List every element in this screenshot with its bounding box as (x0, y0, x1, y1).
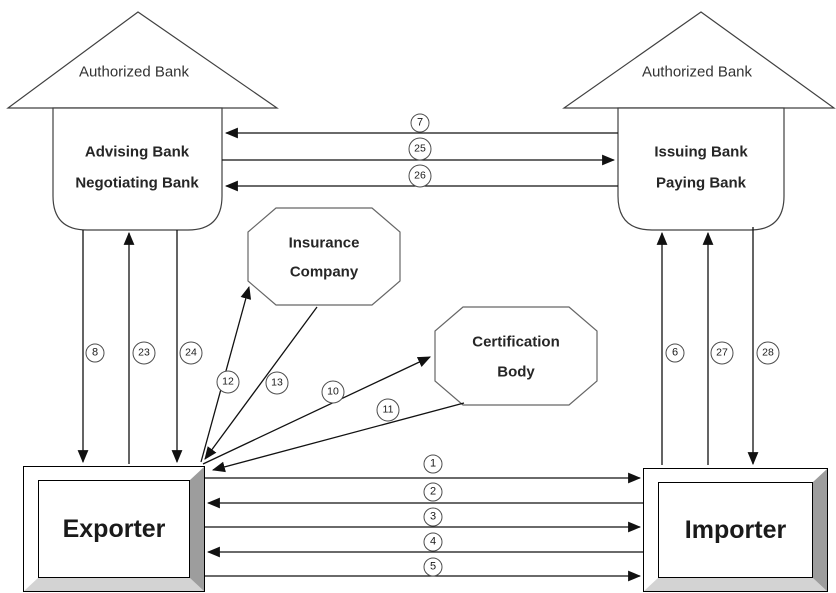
right-bank-body (617, 107, 785, 231)
issuing-bank-label: Issuing Bank (654, 143, 748, 161)
flow-label-5: 5 (423, 557, 443, 577)
left-bank-body (52, 107, 223, 231)
flow-label-4: 4 (423, 532, 443, 552)
left-bank-roof (6, 11, 279, 109)
insurance-label-line1: Insurance (288, 234, 360, 252)
arrow-10 (202, 356, 431, 465)
flow-label-12: 12 (216, 370, 240, 394)
importer-box: Importer (643, 468, 828, 592)
flow-label-27: 27 (710, 341, 734, 365)
flow-label-3: 3 (423, 507, 443, 527)
flow-label-25: 25 (408, 137, 432, 161)
flow-label-10: 10 (321, 380, 345, 404)
arrow-lines (77, 127, 759, 582)
paying-bank-label: Paying Bank (655, 174, 747, 192)
left-bank-roof-label: Authorized Bank (78, 63, 190, 81)
flow-label-7: 7 (410, 113, 430, 133)
insurance-label-line2: Company (289, 263, 359, 281)
insurance-company-octagon (247, 207, 401, 306)
exporter-label: Exporter (38, 480, 190, 578)
right-bank-roof-label: Authorized Bank (641, 63, 753, 81)
flow-label-13: 13 (265, 371, 289, 395)
exporter-box-bevel: Exporter (24, 467, 204, 591)
flow-label-2: 2 (423, 482, 443, 502)
importer-box-bevel: Importer (644, 469, 827, 591)
exporter-box: Exporter (23, 466, 205, 592)
certification-label-line1: Certification (472, 333, 560, 351)
flow-label-23: 23 (132, 341, 156, 365)
certification-label-line2: Body (497, 363, 535, 381)
importer-label: Importer (658, 482, 813, 578)
flow-label-1: 1 (423, 454, 443, 474)
flow-label-28: 28 (756, 341, 780, 365)
right-bank-roof (562, 11, 836, 109)
flow-label-26: 26 (408, 164, 432, 188)
negotiating-bank-label: Negotiating Bank (75, 174, 199, 192)
flow-label-11: 11 (376, 398, 400, 422)
arrow-13 (204, 306, 318, 460)
arrow-11 (211, 402, 465, 473)
flow-label-6: 6 (665, 343, 685, 363)
flow-label-24: 24 (179, 341, 203, 365)
advising-bank-label: Advising Bank (84, 143, 190, 161)
flow-label-8: 8 (85, 343, 105, 363)
certification-body-octagon (434, 306, 598, 406)
